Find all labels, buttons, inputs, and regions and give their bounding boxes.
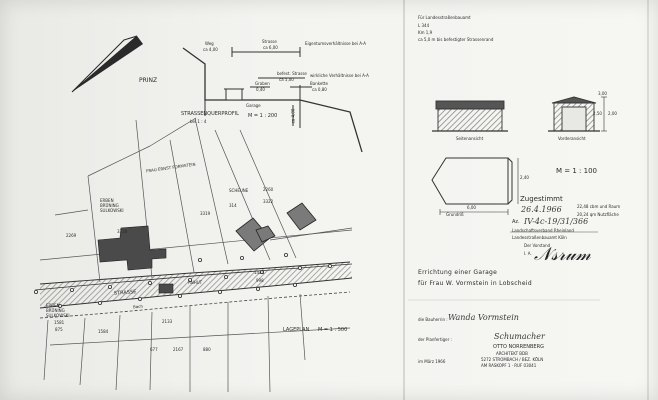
building-footprints [97, 225, 174, 294]
floor-plan [431, 157, 519, 215]
authority-header: Für Landesstraßenbauamt [418, 15, 471, 20]
bauherrin-label: die Bauherrin : [418, 317, 448, 322]
survey-points [34, 252, 332, 308]
floor-plan-label: Grundriß [446, 212, 464, 217]
parcel-880: 880 [203, 347, 211, 352]
parcel-2260: 2260 [263, 187, 274, 192]
label-anhut: ANHUT [188, 280, 203, 285]
date-line: im März 1966 [418, 359, 446, 364]
bauherrin-signature: Wanda Vormstein [448, 313, 519, 322]
stamp-vorstand: Der Vorstand [524, 243, 551, 248]
stamp-az-prefix: Az. [512, 219, 520, 225]
stamp-size-note2: 20,24 qm Nutzfläche [577, 212, 619, 217]
parcel-998: 998 [256, 278, 264, 283]
parcel-3318: 3318 [117, 229, 128, 234]
front-elevation-label: Vorderansicht [558, 136, 586, 141]
road-cross-section [182, 47, 363, 153]
dim-200: 2,00 [608, 111, 617, 116]
label-wirkliche: wirkliche Verhältnisse bei A-A [310, 73, 369, 78]
parcel-lines [39, 117, 353, 393]
parcel-677: 677 [150, 347, 158, 352]
stamp-authority1: Landschaftsverband Rheinland [512, 228, 574, 233]
project-title-line2: für Frau W. Vormstein in Lobscheid [418, 280, 532, 287]
parcel-314: 314 [229, 203, 237, 208]
dim-240: 2,40 [520, 175, 529, 180]
approval-signature: 𝒩𝓈𝓇𝓊𝓂 [534, 244, 591, 265]
side-elevation-label: Seitenansicht [456, 136, 484, 141]
road-number: L 344 [418, 23, 430, 28]
parcel-875: 875 [55, 327, 63, 332]
parcel-1581: 1581 [54, 320, 65, 325]
label-erben-bruning: ERBEN BRÜNING SULKOWSKI [100, 198, 124, 214]
label-scheune: SCHEUNE [229, 188, 249, 193]
label-graben-dim: 0,40 [256, 87, 265, 92]
project-title-line1: Errichtung einer Garage [418, 269, 498, 276]
label-strasse: Strasse [262, 39, 277, 44]
parcel-3322: 3322 [263, 199, 274, 204]
firm-line1: ARCHITEKT BDB [496, 351, 528, 356]
label-graben: Graben [255, 81, 270, 86]
north-arrow-icon [71, 35, 143, 93]
label-scale-note: bei 1 : 4 [190, 119, 207, 124]
dim-300: 3,00 [598, 91, 607, 96]
planer-signature: Schumacher [494, 332, 545, 341]
label-bankette-dim: ca 0,80 [312, 87, 327, 92]
stamp-authority2: Landesstraßenbauamt Köln [512, 235, 567, 240]
road-km: Km 1,9 [418, 30, 433, 35]
label-height-note: ca 4,00 [290, 108, 296, 124]
label-erben-lower: ERBEN BRÜNING SULKOWSKI [46, 303, 70, 319]
label-bankette: Bankette [310, 81, 328, 86]
stamp-ia: I. A. [524, 251, 532, 256]
label-befest-dim: ca 5,00 [279, 77, 294, 82]
front-elevation [548, 96, 607, 132]
label-strasse-dim: ca 6,00 [263, 45, 278, 50]
label-profile: STRASSENQUERPROFIL [181, 111, 239, 117]
label-befest: befest. Strasse [277, 71, 307, 76]
road-band [34, 261, 353, 319]
barn-footprints [235, 202, 317, 252]
label-weg-dim: ca 4,00 [203, 47, 218, 52]
distance-note: ca 5,0 m bis befestigter Strassenrand [418, 37, 494, 42]
parcel-1584: 1584 [98, 329, 109, 334]
firm-line3: AM RASKOPF 1 · RUF 03041 [481, 363, 537, 368]
elevations-scale: M = 1 : 100 [556, 167, 597, 175]
label-prinz: PRINZ [139, 77, 158, 84]
stamp-zugestimmt: Zugestimmt [520, 195, 563, 203]
stamp-date: 26.4.1966 [521, 205, 562, 214]
parcel-2133: 2133 [162, 319, 173, 324]
label-profile-scale: M = 1 : 200 [248, 113, 278, 119]
label-eigentum: Eigentumsverhältnisse bei A-A [305, 41, 366, 46]
side-elevation [432, 100, 508, 132]
firm-name: OTTO NORRENBERG [493, 344, 544, 350]
label-lageplan: LAGEPLAN [283, 327, 310, 333]
label-bach: Bach [132, 303, 144, 310]
stamp-size-note: 22,48 cbm und Raum [577, 204, 621, 209]
dim-250: 2,50 [593, 111, 602, 116]
dim-600: 6,00 [467, 205, 476, 210]
label-garage: Garage [246, 103, 261, 108]
firm-line2: 5272 STROMBACH / BEZ. KÖLN [481, 357, 544, 362]
planer-label: der Planfertiger : [418, 337, 452, 342]
parcel-3319: 3319 [200, 211, 211, 216]
parcel-2167: 2167 [173, 347, 184, 352]
label-lageplan-scale: M = 1 : 500 [318, 327, 348, 333]
stamp-az-value: IV-4c-19/31/366 [524, 217, 589, 226]
parcel-1421: 1421 [254, 270, 265, 275]
label-weg: Weg [205, 41, 214, 46]
parcel-2269: 2269 [66, 233, 77, 238]
